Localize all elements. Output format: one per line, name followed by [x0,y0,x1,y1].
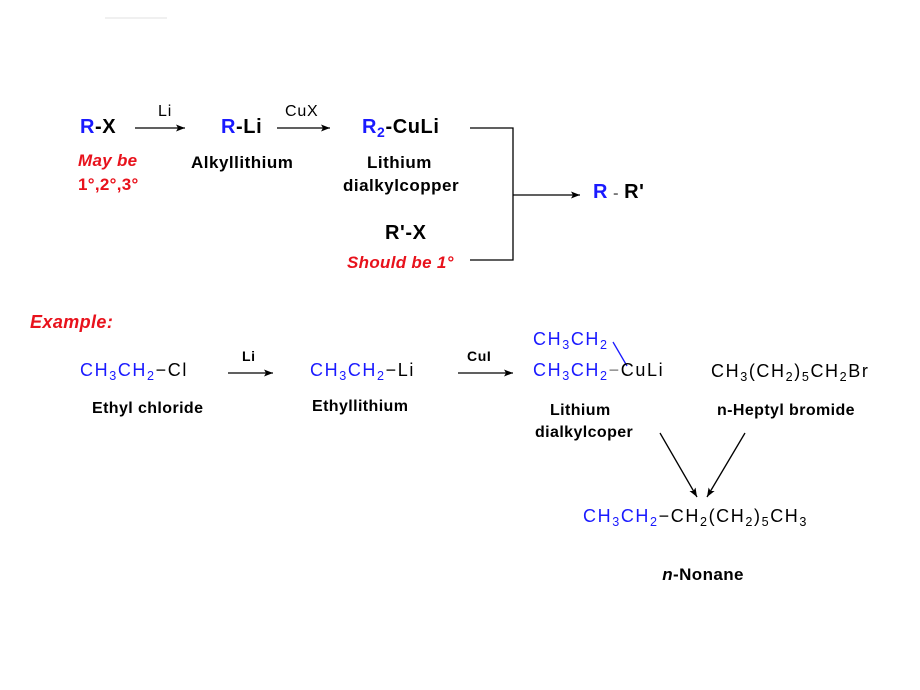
formula-subscript: 2 [650,514,659,529]
formula-text: -X [95,116,117,138]
formula-text: R [593,181,609,203]
formula-text: CH [570,360,601,380]
ethyllithium-label: Ethyllithium [312,398,409,415]
alkyl-halide-note-line2: 1°,2°,3° [78,175,139,194]
example-reagent-li-label: Li [242,348,256,364]
cuprate-formula: R2-CuLi [362,116,440,141]
formula-text: R'-X [385,222,427,244]
formula-text: CH [620,506,651,526]
formula-subscript: 2 [745,514,754,529]
heptyl-bromide-formula: CH3(CH2)5CH2Br [711,361,870,383]
formula-text: − [608,360,621,380]
formula-text: CH [347,360,378,380]
ethyl-chloride-formula: CH3CH2−Cl [80,360,188,382]
formula-text: R' [624,181,645,203]
arrow-cuprate-to-product [659,432,698,498]
formula-text: CH [670,506,700,526]
formula-text: ) [753,506,762,526]
formula-text: R [80,116,96,138]
formula-text: CH [810,361,840,381]
heptyl-bromide-label: n-Heptyl bromide [717,402,855,419]
ethyllithium-formula: CH3CH2−Li [310,360,415,382]
cuprate-bond-line [612,341,628,367]
cuprate-upper-ethyl-formula: CH3CH2 [533,329,609,351]
formula-subscript: 2 [699,514,709,529]
formula-text: − [658,506,671,526]
reagent-cux-label: CuX [285,103,319,120]
formula-subscript: 2 [785,369,795,384]
ethyl-chloride-label: Ethyl chloride [92,400,204,417]
formula-text: Br [848,361,870,381]
coupling-bracket [470,127,514,261]
formula-subscript: 5 [801,369,811,384]
formula-text: CH [533,360,563,380]
formula-text: CuLi [620,360,665,380]
formula-subscript: 3 [740,369,749,384]
coupling-halide-note: Should be 1° [347,253,454,272]
formula-subscript: 2 [147,368,156,383]
formula-text: −Cl [155,360,188,380]
formula-text: CH [770,506,800,526]
arrow-bromide-to-product [706,432,746,498]
formula-text: CH [310,360,340,380]
formula-subscript: 3 [799,514,808,529]
formula-text: ) [794,361,802,381]
nonane-label-prefix: n [662,565,674,584]
formula-text: R [362,116,378,138]
alkyllithium-formula: R-Li [221,117,262,137]
cuprate-label-line2: dialkylcopper [343,176,460,195]
formula-text: CH [533,329,563,349]
nonane-formula: CH3CH2−CH2(CH2)5CH3 [583,506,808,528]
formula-subscript: 2 [377,368,386,383]
example-cuprate-label-line1: Lithium [550,402,611,419]
formula-text: CH [711,361,741,381]
formula-subscript: 2 [600,337,609,352]
example-reagent-cui-label: CuI [467,348,492,364]
alkyllithium-label: Alkyllithium [191,153,294,172]
formula-text: CH [117,360,148,380]
coupled-product-formula: R - R' [593,182,644,202]
formula-subscript: 3 [562,368,571,383]
formula-text: CH [583,506,613,526]
formula-subscript: 5 [761,514,771,529]
coupling-halide-formula: R'-X [385,223,427,243]
alkyl-halide-formula: R-X [80,117,116,137]
formula-subscript: 3 [339,368,348,383]
formula-subscript: 2 [377,124,386,141]
formula-subscript: 2 [839,369,849,384]
formula-subscript: 3 [612,514,621,529]
alkyl-halide-note-line1: May be [78,151,138,170]
nonane-label-name: -Nonane [673,565,744,584]
formula-text: -Li [236,116,263,138]
formula-text: - [608,185,625,202]
example-heading: Example: [30,312,114,332]
nonane-label: n-Nonane [652,549,744,583]
formula-text: R [221,116,237,138]
formula-text: -CuLi [385,116,440,138]
reagent-li-label: Li [158,103,173,120]
formula-text: (CH [708,506,746,526]
formula-text: CH [570,329,601,349]
cuprate-label-line1: Lithium [367,153,432,172]
cuprate-lower-formula: CH3CH2−CuLi [533,360,665,382]
formula-subscript: 2 [600,368,609,383]
formula-text: CH [80,360,110,380]
example-cuprate-label-line2: dialkylcoper [535,424,634,441]
formula-text: (CH [748,361,786,381]
formula-text: −Li [385,360,415,380]
formula-subscript: 3 [562,337,571,352]
formula-subscript: 3 [109,368,118,383]
